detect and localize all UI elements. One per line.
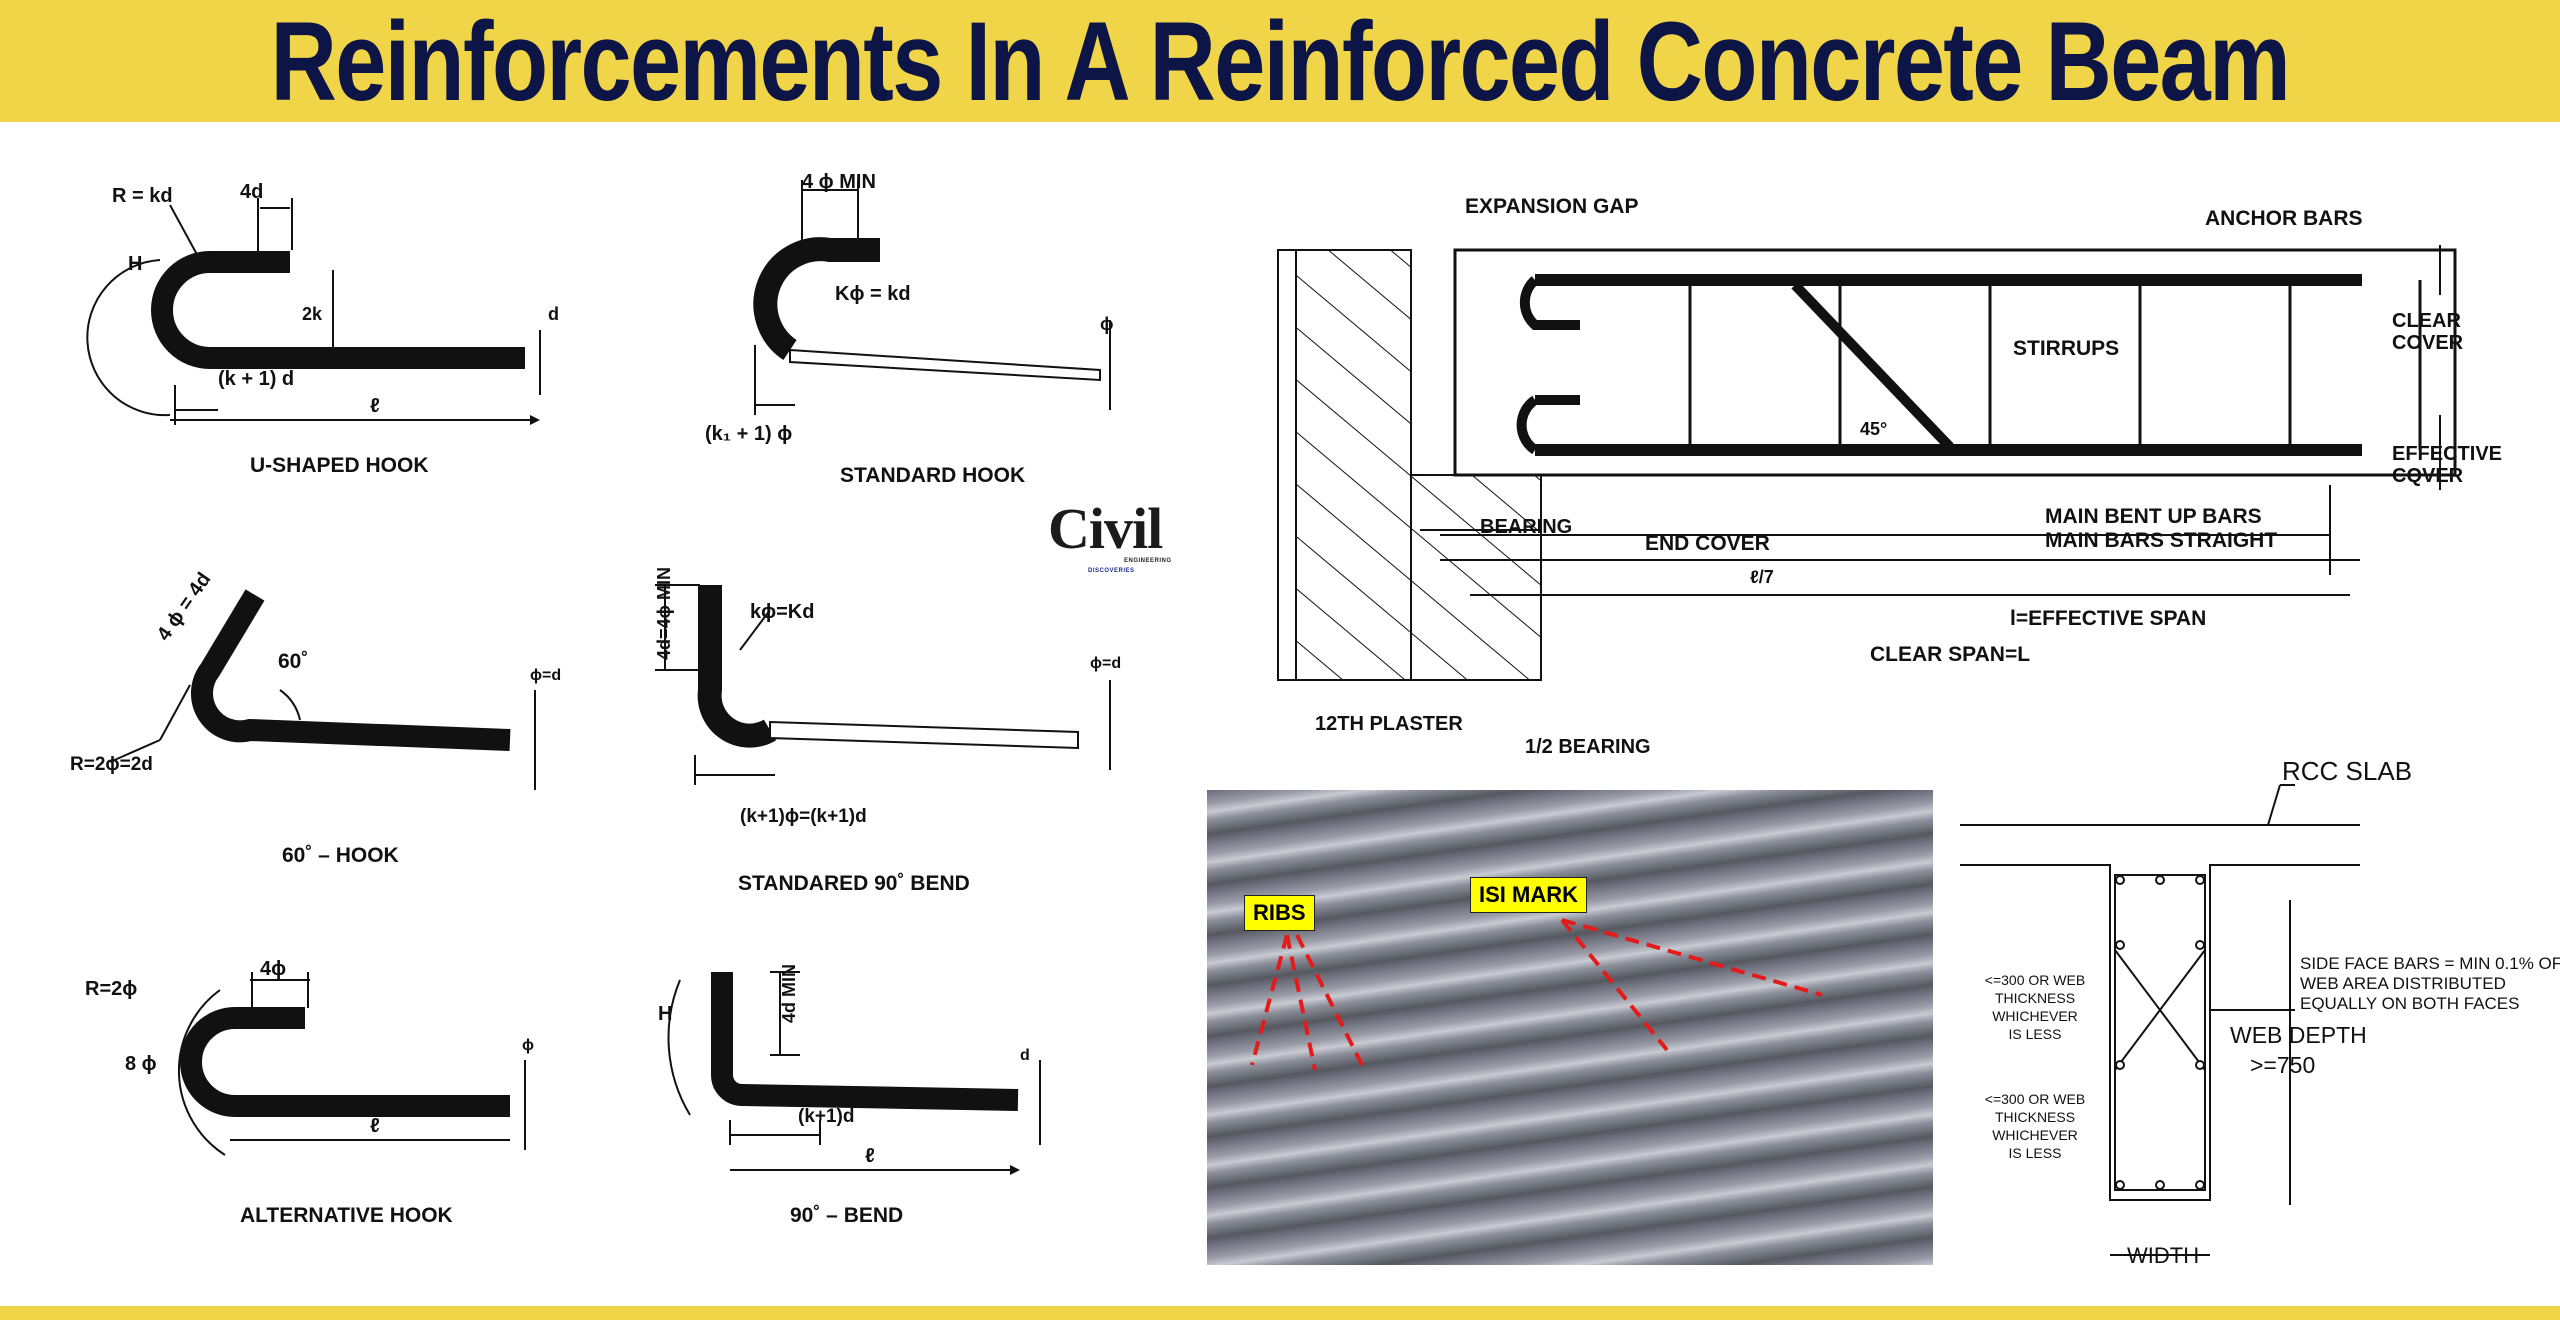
u-hook-top-label: 4d xyxy=(240,181,263,203)
bend90-caption: 90˚ – BEND xyxy=(790,1204,903,1227)
u-hook-rise-label: 2k xyxy=(302,304,323,324)
std90-bottom-label: (k+1)ϕ=(k+1)d xyxy=(740,806,867,827)
anchor-bars-label: ANCHOR BARS xyxy=(2205,207,2363,230)
std-hook-bottom-label: (k₁ + 1) ϕ xyxy=(705,423,792,445)
logo-sub2-text: DISCOVERIES xyxy=(1088,568,1135,574)
bend90-len-label: ℓ xyxy=(865,1145,875,1167)
sixty-hook-top-label: 4 ϕ = 4d xyxy=(153,569,216,645)
spacing2-line2: THICKNESS xyxy=(1995,1109,2075,1125)
spacing1-line4: IS LESS xyxy=(2009,1026,2062,1042)
bottom-bar xyxy=(0,1306,2560,1320)
beam-elevation-diagram: EXPANSION GAP ANCHOR BARS CLEAR COVER ST… xyxy=(1277,195,2502,758)
isi-mark-tag: ISI MARK xyxy=(1470,877,1587,913)
std90-side-label: 4d=4ϕ MIN xyxy=(654,567,674,660)
standard-90-bend-diagram: 4d=4ϕ MIN kϕ=Kd (k+1)ϕ=(k+1)d ϕ=d STANDA… xyxy=(654,567,1121,895)
u-shaped-hook-diagram: R = kd 4d H 2k (k + 1) d ℓ d U-SHAPED HO… xyxy=(86,181,559,477)
alternative-hook-diagram: R=2ϕ 4ϕ 8 ϕ ℓ ϕ ALTERNATIVE HOOK xyxy=(85,958,534,1227)
bend90-bottom-label: (k+1)d xyxy=(798,1106,855,1127)
l7-label: ℓ/7 xyxy=(1750,567,1774,587)
plaster-strip xyxy=(1277,249,1297,681)
support xyxy=(1410,474,1542,681)
angle-45-label: 45° xyxy=(1860,419,1887,439)
beam-section-diagram: RCC SLAB <=300 OR WEB THICKNESS WHICHEVE… xyxy=(1960,756,2560,1268)
civil-engineering-logo: Civil ENGINEERING DISCOVERIES xyxy=(1048,500,1188,580)
bearing-label: BEARING xyxy=(1480,516,1572,538)
std-hook-caption: STANDARD HOOK xyxy=(840,464,1025,487)
rebar-photo: RIBS ISI MARK xyxy=(1207,790,1933,1265)
title-banner: Reinforcements In A Reinforced Concrete … xyxy=(0,0,2560,124)
alt-hook-left-label: 8 ϕ xyxy=(125,1053,157,1075)
std90-dia-label: ϕ=d xyxy=(1090,655,1121,672)
main-straight-label: MAIN BARS STRAIGHT xyxy=(2045,529,2277,552)
beam-outline xyxy=(1453,248,2457,477)
effective-span-label: l=EFFECTIVE SPAN xyxy=(2010,607,2206,630)
spacing1-line3: WHICHEVER xyxy=(1992,1008,2078,1024)
u-hook-bottom-label: (k + 1) d xyxy=(218,368,294,390)
u-hook-h-label: H xyxy=(128,253,142,275)
photo-arrows xyxy=(1250,918,1823,1071)
alt-hook-dia-label: ϕ xyxy=(522,1037,534,1054)
spacing1-line2: THICKNESS xyxy=(1995,990,2075,1006)
std-hook-k-label: Kϕ = kd xyxy=(835,283,911,305)
spacing2-line1: <=300 OR WEB xyxy=(1985,1091,2085,1107)
u-hook-len-label: ℓ xyxy=(370,395,380,417)
u-hook-r-label: R = kd xyxy=(112,185,173,207)
side-face-line1: SIDE FACE BARS = MIN 0.1% OF xyxy=(2300,954,2560,973)
standard-hook-diagram: 4 ϕ MIN Kϕ = kd (k₁ + 1) ϕ ϕ STANDARD HO… xyxy=(705,171,1114,487)
page-title: Reinforcements In A Reinforced Concrete … xyxy=(270,0,2291,124)
effective-cover-label-1: EFFECTIVE xyxy=(2392,443,2502,465)
main-bent-up-label: MAIN BENT UP BARS xyxy=(2045,505,2262,528)
bend90-h-label: H xyxy=(658,1003,672,1025)
spacing2-line4: IS LESS xyxy=(2009,1145,2062,1161)
clear-cover-label-1: CLEAR xyxy=(2392,310,2461,332)
half-bearing-label: 1/2 BEARING xyxy=(1525,736,1651,758)
side-face-line2: WEB AREA DISTRIBUTED xyxy=(2300,974,2506,993)
end-cover-label: END COVER xyxy=(1645,532,1770,555)
sixty-hook-r-label: R=2ϕ=2d xyxy=(70,754,153,775)
alt-hook-top-label: 4ϕ xyxy=(260,958,286,980)
alt-hook-len-label: ℓ xyxy=(370,1115,380,1137)
std90-k-label: kϕ=Kd xyxy=(750,601,814,623)
sixty-hook-diagram: 4 ϕ = 4d 60˚ R=2ϕ=2d ϕ=d 60˚ – HOOK xyxy=(70,569,561,867)
wall xyxy=(1295,249,1412,681)
plaster-label: 12TH PLASTER xyxy=(1315,713,1463,735)
clear-span-label: CLEAR SPAN=L xyxy=(1870,643,2030,666)
bend90-side-label: 4d MIN xyxy=(779,964,799,1023)
std90-caption: STANDARED 90˚ BEND xyxy=(738,872,970,895)
logo-sub1-text: ENGINEERING xyxy=(1124,558,1172,564)
ninety-bend-diagram: H 4d MIN (k+1)d ℓ d 90˚ – BEND xyxy=(658,964,1041,1227)
alt-hook-r-label: R=2ϕ xyxy=(85,978,137,1000)
spacing1-line1: <=300 OR WEB xyxy=(1985,972,2085,988)
sixty-hook-dia-label: ϕ=d xyxy=(530,667,561,684)
effective-cover-label-2: CQVER xyxy=(2392,465,2464,487)
side-face-line3: EQUALLY ON BOTH FACES xyxy=(2300,994,2520,1013)
ribs-tag: RIBS xyxy=(1244,895,1315,931)
width-label: WIDTH xyxy=(2127,1243,2199,1268)
sixty-hook-angle-label: 60˚ xyxy=(278,650,308,673)
logo-main-text: Civil xyxy=(1048,496,1163,561)
stirrups-label: STIRRUPS xyxy=(2013,337,2119,360)
rcc-slab-label: RCC SLAB xyxy=(2282,756,2412,786)
spacing2-line3: WHICHEVER xyxy=(1992,1127,2078,1143)
expansion-gap-label: EXPANSION GAP xyxy=(1465,195,1638,218)
std-hook-dia-label: ϕ xyxy=(1100,314,1114,334)
web-depth-label: WEB DEPTH xyxy=(2230,1022,2367,1048)
clear-cover-label-2: COVER xyxy=(2392,332,2464,354)
web-depth-value: >=750 xyxy=(2250,1052,2315,1078)
alt-hook-caption: ALTERNATIVE HOOK xyxy=(240,1204,453,1227)
u-hook-caption: U-SHAPED HOOK xyxy=(250,454,429,477)
bend90-dia-label: d xyxy=(1020,1047,1030,1064)
std-hook-top-label: 4 ϕ MIN xyxy=(802,171,876,193)
u-hook-dia-label: d xyxy=(548,304,559,324)
sixty-hook-caption: 60˚ – HOOK xyxy=(282,844,399,867)
